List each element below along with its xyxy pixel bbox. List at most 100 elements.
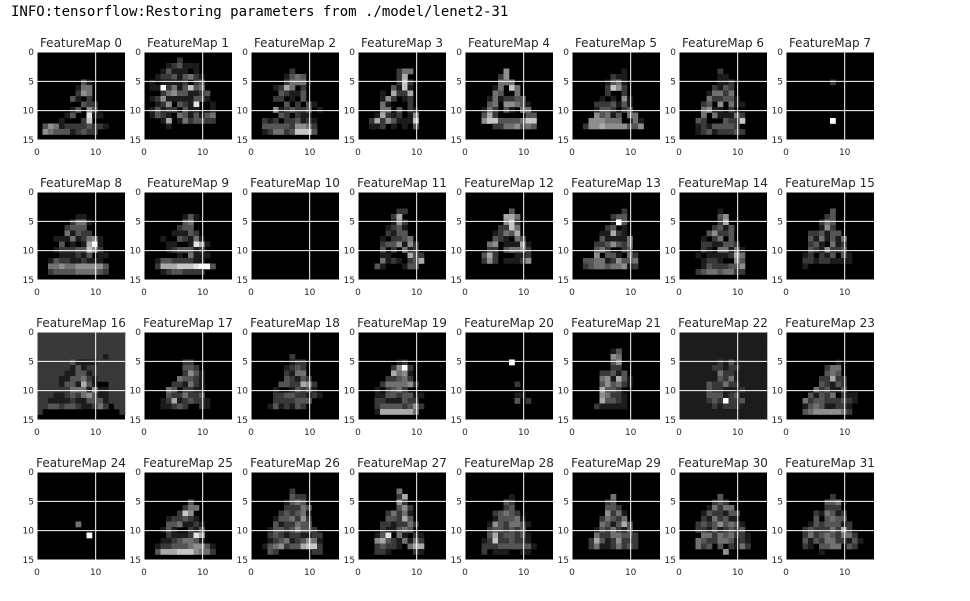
heatmap-cell	[717, 527, 724, 533]
heatmap-cell	[59, 269, 65, 275]
heatmap-cell	[728, 247, 735, 253]
heatmap-cell	[188, 269, 194, 275]
heatmap-cell	[171, 521, 178, 528]
y-tick-label: 0	[456, 328, 462, 338]
heatmap-cell	[64, 381, 71, 388]
heatmap-cell	[695, 409, 702, 415]
heatmap-cell	[808, 241, 814, 248]
y-tick-label: 0	[349, 468, 355, 478]
heatmap-cell	[802, 403, 809, 410]
heatmap-cell	[418, 252, 425, 259]
x-tick-label: 0	[783, 288, 789, 298]
heatmap-cell	[108, 348, 115, 355]
heatmap-cell	[610, 236, 617, 242]
heatmap-cell	[267, 549, 274, 555]
heatmap-cell	[306, 538, 312, 544]
heatmap-cell	[119, 387, 126, 393]
heatmap-cell	[514, 101, 521, 108]
heatmap-cell	[284, 532, 290, 539]
heatmap-cell	[48, 403, 54, 410]
heatmap-cell	[520, 247, 526, 253]
heatmap-cell	[503, 219, 510, 226]
heatmap-cell	[605, 499, 611, 506]
heatmap-cell	[53, 381, 60, 388]
x-tick-label: 10	[411, 428, 423, 438]
heatmap-cell	[402, 79, 408, 86]
heatmap-cell	[621, 510, 628, 517]
heatmap-cell	[188, 241, 194, 248]
heatmap-cell	[588, 263, 595, 270]
heatmap-cell	[380, 107, 386, 113]
heatmap-cell	[149, 107, 156, 113]
heatmap-cell	[402, 123, 408, 130]
heatmap-cell	[188, 236, 194, 242]
heatmap-cell	[712, 90, 718, 97]
heatmap-cell	[418, 392, 425, 399]
heatmap-cell	[171, 63, 178, 69]
heatmap-cell	[418, 538, 425, 544]
heatmap-cell	[391, 387, 397, 393]
heatmap-cell	[599, 230, 606, 237]
heatmap-cell	[599, 112, 606, 119]
heatmap-cell	[396, 499, 403, 506]
heatmap-cell	[509, 543, 515, 550]
heatmap-cell	[761, 343, 768, 349]
heatmap-cell	[605, 101, 611, 108]
heatmap-cell	[616, 230, 622, 237]
heatmap-cell	[86, 332, 93, 338]
heatmap-cell	[402, 516, 408, 522]
heatmap-cell	[92, 112, 98, 119]
heatmap-cell	[621, 381, 628, 388]
heatmap-cell	[407, 96, 414, 102]
heatmap-cell	[149, 96, 156, 102]
heatmap-cell	[188, 101, 194, 108]
heatmap-cell	[841, 387, 847, 393]
y-tick-label: 15	[772, 416, 783, 426]
heatmap-cell	[193, 521, 200, 528]
heatmap-cell	[605, 510, 611, 517]
heatmap-cell	[492, 532, 499, 539]
y-tick-label: 10	[772, 387, 784, 397]
heatmap-cell	[610, 403, 617, 410]
heatmap-cell	[97, 354, 104, 360]
heatmap-cell	[273, 107, 279, 113]
y-tick-label: 0	[242, 468, 248, 478]
y-tick-label: 0	[28, 468, 34, 478]
heatmap-cell	[289, 370, 296, 377]
heatmap-cell	[684, 337, 691, 344]
heatmap-cell	[396, 85, 403, 91]
heatmap-cell	[149, 85, 156, 91]
heatmap-cell	[53, 263, 60, 270]
heatmap-cell	[402, 538, 408, 544]
heatmap-cell	[166, 63, 172, 69]
heatmap-cell	[284, 74, 290, 80]
heatmap-cell	[492, 516, 499, 522]
heatmap-cell	[114, 387, 120, 393]
heatmap-cell	[503, 241, 510, 248]
heatmap-cell	[830, 236, 836, 242]
heatmap-cell	[627, 107, 633, 113]
heatmap-cell	[37, 370, 43, 377]
heatmap-cell	[108, 370, 115, 377]
heatmap-cell	[81, 376, 87, 382]
heatmap-cell	[830, 370, 836, 377]
heatmap-cell	[48, 123, 54, 130]
y-tick-label: 10	[237, 247, 249, 257]
y-tick-label: 15	[237, 136, 248, 146]
heatmap-cell	[306, 527, 312, 533]
heatmap-cell	[701, 348, 707, 355]
heatmap-cell	[402, 230, 408, 237]
heatmap-cell	[605, 376, 611, 382]
y-tick-label: 5	[563, 77, 569, 87]
heatmap-cell	[295, 499, 301, 506]
heatmap-cell	[701, 123, 707, 130]
heatmap-cell	[616, 258, 622, 264]
heatmap-cell	[830, 494, 836, 500]
heatmap-cell	[627, 96, 633, 102]
heatmap-cell	[267, 543, 274, 550]
heatmap-cell	[103, 354, 109, 360]
heatmap-cell	[86, 359, 93, 366]
heatmap-cell	[487, 532, 493, 539]
heatmap-cell	[64, 247, 71, 253]
